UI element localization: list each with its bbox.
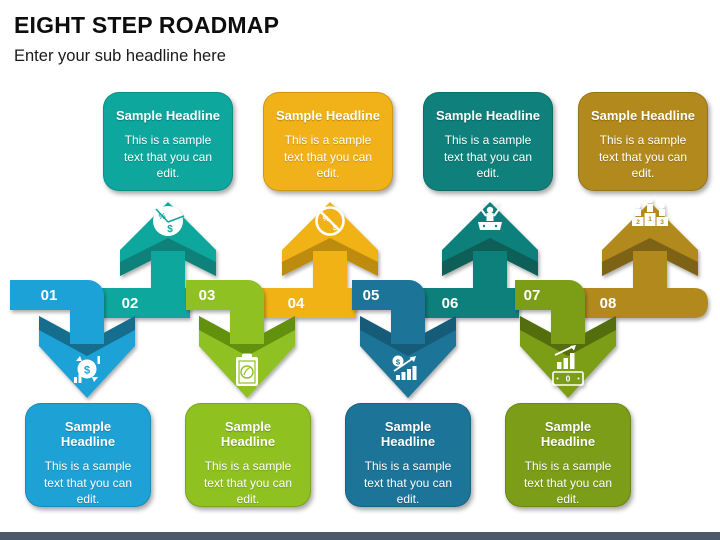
- page-title: EIGHT STEP ROADMAP: [14, 12, 280, 38]
- revenue-bars-icon: 0: [552, 345, 584, 386]
- card-headline: Sample Headline: [590, 108, 696, 123]
- step-number: 01: [41, 287, 58, 304]
- clipboard-icon: [236, 353, 258, 386]
- card-step-07: Sample Headline This is a sample text th…: [505, 403, 631, 507]
- svg-text:%: %: [158, 212, 165, 221]
- step-number: 02: [122, 295, 139, 312]
- svg-text:3: 3: [660, 219, 664, 226]
- svg-text:2: 2: [636, 219, 640, 226]
- step-number: 07: [524, 287, 541, 304]
- step-01-group: $ 01: [10, 280, 135, 398]
- svg-text:$: $: [167, 224, 173, 235]
- card-body: This is a sample text that you can edit.: [283, 133, 373, 181]
- step-05-group: $ 05: [352, 280, 456, 398]
- no-cash-icon: % $: [315, 206, 345, 236]
- card-headline: Sample Headline: [540, 419, 596, 449]
- card-headline: Sample Headline: [380, 419, 436, 449]
- card-headline: Sample Headline: [435, 108, 541, 123]
- step-number: 04: [288, 295, 305, 312]
- card-step-04: Sample Headline This is a sample text th…: [263, 92, 393, 191]
- svg-text:$: $: [396, 358, 401, 367]
- card-step-05: Sample Headline This is a sample text th…: [345, 403, 471, 507]
- step-08-group: 2 1 3 08: [583, 198, 708, 318]
- step-number: 06: [442, 295, 459, 312]
- card-step-08: Sample Headline This is a sample text th…: [578, 92, 708, 191]
- step-02-group: % $ 02: [102, 202, 216, 318]
- card-step-03: Sample Headline This is a sample text th…: [185, 403, 311, 507]
- card-step-02: Sample Headline This is a sample text th…: [103, 92, 233, 191]
- card-body: This is a sample text that you can edit.: [123, 133, 213, 181]
- card-step-01: Sample Headline This is a sample text th…: [25, 403, 151, 507]
- card-headline: Sample Headline: [220, 419, 276, 449]
- card-body: This is a sample text that you can edit.: [43, 459, 133, 507]
- footer-bar: [0, 532, 720, 540]
- card-headline: Sample Headline: [115, 108, 221, 123]
- card-body: This is a sample text that you can edit.: [443, 133, 533, 181]
- svg-text:0: 0: [566, 374, 571, 384]
- card-headline: Sample Headline: [275, 108, 381, 123]
- step-number: 03: [199, 287, 216, 304]
- card-headline: Sample Headline: [60, 419, 116, 449]
- step-07-group: 0 07: [515, 280, 616, 398]
- step-number: 08: [600, 295, 617, 312]
- svg-text:$: $: [333, 223, 338, 232]
- svg-text:%: %: [323, 214, 330, 223]
- page-subtitle: Enter your sub headline here: [14, 47, 226, 65]
- svg-text:1: 1: [648, 216, 652, 223]
- svg-text:$: $: [84, 365, 90, 377]
- finance-pie-icon: % $: [153, 206, 185, 236]
- step-06-group: 06: [423, 199, 538, 318]
- card-body: This is a sample text that you can edit.: [203, 459, 293, 507]
- step-04-group: % $ 04: [262, 202, 378, 318]
- winner-podium-icon: [478, 199, 502, 230]
- card-body: This is a sample text that you can edit.: [523, 459, 613, 507]
- team-podium-icon: 2 1 3: [632, 198, 668, 226]
- card-body: This is a sample text that you can edit.: [363, 459, 453, 507]
- card-step-06: Sample Headline This is a sample text th…: [423, 92, 553, 191]
- step-number: 05: [363, 287, 380, 304]
- money-circulation-icon: $: [74, 356, 100, 383]
- card-body: This is a sample text that you can edit.: [598, 133, 688, 181]
- step-03-group: 03: [186, 280, 295, 398]
- dollar-growth-icon: $: [392, 355, 417, 380]
